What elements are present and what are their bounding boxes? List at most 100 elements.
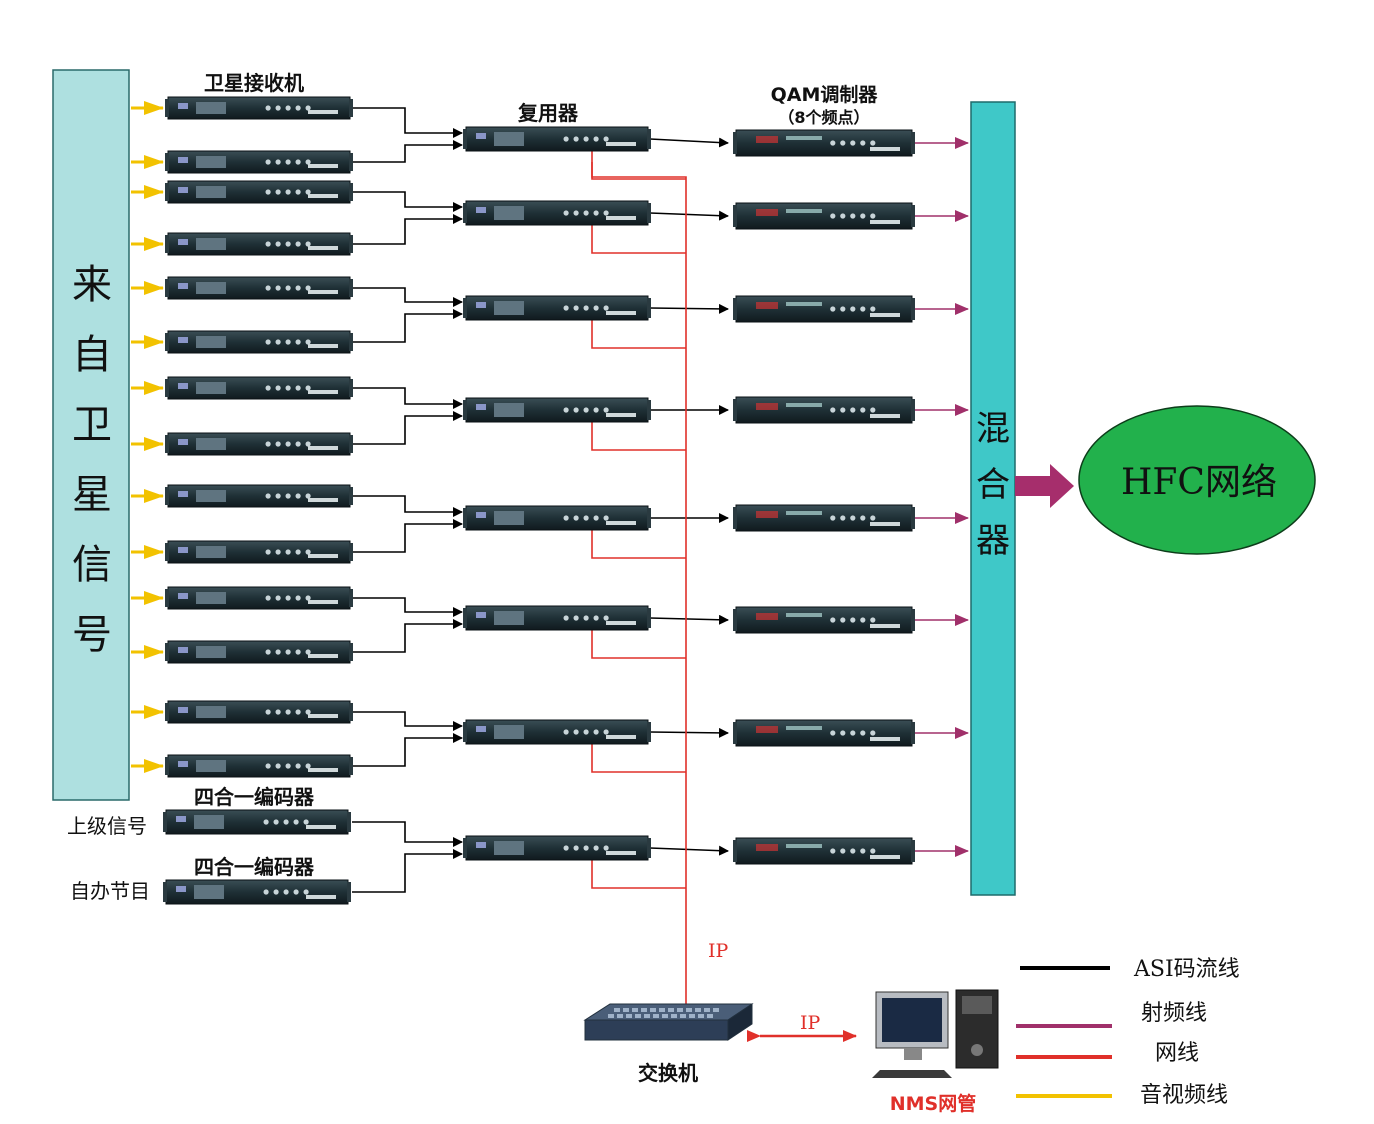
satellite-signal-char: 自 bbox=[72, 332, 112, 378]
network-link bbox=[591, 860, 686, 889]
receiver-device bbox=[165, 484, 353, 508]
ip-label-vertical: IP bbox=[708, 940, 729, 962]
asi-link bbox=[352, 309, 463, 343]
network-link bbox=[591, 744, 686, 773]
mixer-to-hfc-arrow bbox=[1015, 476, 1053, 496]
multiplexer-device bbox=[463, 295, 651, 321]
receiver-device bbox=[165, 232, 353, 256]
receiver-device bbox=[165, 640, 353, 664]
network-link bbox=[591, 320, 686, 349]
asi-link bbox=[352, 495, 463, 517]
asi-link bbox=[352, 387, 463, 409]
ip-label-nms: IP bbox=[800, 1012, 821, 1034]
asi-link bbox=[352, 287, 463, 307]
qam-device bbox=[733, 295, 915, 323]
network-link bbox=[591, 422, 686, 451]
receiver-device bbox=[165, 754, 353, 778]
receiver-device bbox=[165, 150, 353, 174]
qam-title-label: QAM调制器 bbox=[771, 83, 879, 106]
asi-link bbox=[352, 191, 463, 212]
qam-device bbox=[733, 719, 915, 747]
asi-link bbox=[352, 597, 463, 617]
asi-link bbox=[352, 214, 463, 245]
satellite-signal-char: 卫 bbox=[72, 402, 112, 448]
asi-link bbox=[352, 107, 463, 138]
asi-link bbox=[352, 140, 463, 163]
asi-link bbox=[649, 303, 729, 314]
network-link bbox=[591, 151, 686, 180]
receiver-device bbox=[165, 330, 353, 354]
multiplexer-label: 复用器 bbox=[517, 101, 579, 125]
receiver-device bbox=[165, 376, 353, 400]
asi-link bbox=[352, 619, 463, 653]
asi-link bbox=[352, 849, 463, 893]
multiplexer-device bbox=[463, 126, 651, 152]
mixer-char: 合 bbox=[976, 465, 1010, 505]
asi-link bbox=[649, 727, 729, 738]
encoder-device bbox=[163, 809, 351, 835]
hfc-network-ellipse bbox=[1078, 405, 1316, 555]
legend-label: 网线 bbox=[1155, 1041, 1199, 1066]
sat-receiver-label: 卫星接收机 bbox=[204, 71, 304, 95]
asi-link bbox=[352, 733, 463, 767]
qam-device bbox=[733, 837, 915, 865]
switch-label: 交换机 bbox=[638, 1061, 698, 1085]
asi-link bbox=[352, 519, 463, 553]
qam-device bbox=[733, 202, 915, 230]
receiver-device bbox=[165, 432, 353, 456]
encoder-label-2: 四合一编码器 bbox=[194, 855, 315, 879]
encoder-label-1: 四合一编码器 bbox=[194, 785, 315, 809]
multiplexer-device bbox=[463, 397, 651, 423]
asi-link bbox=[649, 137, 729, 148]
receiver-device bbox=[165, 540, 353, 564]
asi-link bbox=[649, 614, 729, 625]
legend-label: 射频线 bbox=[1141, 1001, 1207, 1026]
asi-link bbox=[352, 821, 463, 847]
network-link bbox=[591, 530, 686, 559]
multiplexer-device bbox=[463, 505, 651, 531]
satellite-signal-char: 信 bbox=[72, 542, 112, 588]
network-link bbox=[591, 225, 686, 254]
receiver-device bbox=[165, 180, 353, 204]
multiplexer-device bbox=[463, 719, 651, 745]
asi-link bbox=[649, 845, 729, 856]
mixer-label: 混合器 bbox=[976, 409, 1010, 561]
satellite-signal-char: 号 bbox=[72, 612, 112, 658]
own-program-label: 自办节目 bbox=[70, 879, 150, 903]
network-trunk bbox=[591, 162, 687, 1004]
legend-label: ASI码流线 bbox=[1133, 957, 1240, 982]
satellite-signal-char: 来 bbox=[72, 262, 112, 308]
legend-label: 音视频线 bbox=[1140, 1083, 1228, 1108]
mixer-char: 器 bbox=[976, 521, 1010, 561]
receiver-device bbox=[165, 586, 353, 610]
qam-subtitle-label: （8个频点） bbox=[778, 108, 869, 127]
asi-link bbox=[352, 411, 463, 445]
receiver-device bbox=[165, 700, 353, 724]
network-link bbox=[591, 630, 686, 659]
mixer-char: 混 bbox=[976, 409, 1010, 449]
qam-device bbox=[733, 129, 915, 157]
mixer-box bbox=[970, 101, 1016, 896]
asi-link bbox=[649, 210, 729, 221]
multiplexer-device bbox=[463, 605, 651, 631]
qam-device bbox=[733, 606, 915, 634]
nms-workstation-icon bbox=[872, 989, 999, 1078]
satellite-signal-char: 星 bbox=[72, 472, 112, 518]
encoder-device bbox=[163, 879, 351, 905]
upper-signal-label: 上级信号 bbox=[67, 814, 147, 838]
asi-link bbox=[352, 711, 463, 731]
multiplexer-device bbox=[463, 835, 651, 861]
receiver-device bbox=[165, 96, 353, 120]
nms-label: NMS网管 bbox=[890, 1092, 977, 1115]
qam-device bbox=[733, 396, 915, 424]
multiplexer-device bbox=[463, 200, 651, 226]
network-switch-icon bbox=[583, 1003, 754, 1041]
receiver-device bbox=[165, 276, 353, 300]
satellite-signal-panel bbox=[52, 69, 130, 801]
mixer-to-hfc-arrowhead bbox=[1050, 464, 1074, 508]
hfc-network-label: HFC网络 bbox=[1121, 462, 1277, 503]
qam-device bbox=[733, 504, 915, 532]
